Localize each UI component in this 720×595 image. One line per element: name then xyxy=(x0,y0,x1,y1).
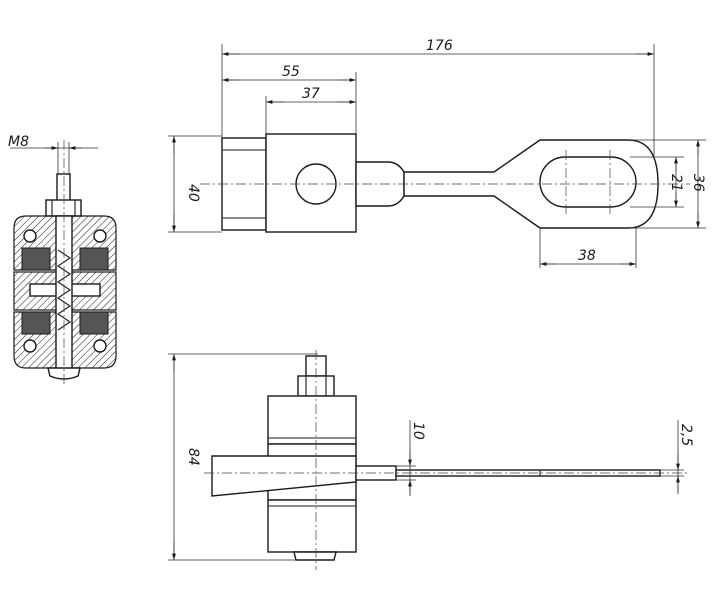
dim-40-label: 40 xyxy=(185,184,201,202)
section-view: M8 xyxy=(8,134,117,385)
side-wedge xyxy=(211,455,357,497)
dim-176-label: 176 xyxy=(426,38,453,54)
lower-right-insert xyxy=(79,311,109,335)
dim-10-label: 10 xyxy=(410,422,426,440)
side-lower-body xyxy=(267,499,357,553)
dim-55-label: 55 xyxy=(282,64,300,80)
bolt-shank xyxy=(56,173,71,203)
side-bolt-head xyxy=(293,551,337,561)
dim-38-label: 38 xyxy=(578,248,596,264)
dim-21-label: 21 xyxy=(668,174,684,192)
m8-label: M8 xyxy=(8,134,29,150)
dim-36-label: 36 xyxy=(690,174,706,192)
side-upper-body xyxy=(267,395,357,445)
dim-84-label: 84 xyxy=(185,448,201,466)
eye-slot xyxy=(539,156,637,208)
bolt-head xyxy=(47,367,81,380)
upper-left-insert xyxy=(21,247,51,271)
spring xyxy=(57,249,71,331)
dim-37-label: 37 xyxy=(302,86,320,102)
upper-right-insert xyxy=(79,247,109,271)
lower-left-insert xyxy=(21,311,51,335)
side-view: 84 10 xyxy=(168,350,694,570)
plan-view: 176 55 37 40 xyxy=(168,38,706,268)
top-nut xyxy=(45,199,82,217)
dim-2-5-label: 2,5 xyxy=(678,424,694,446)
